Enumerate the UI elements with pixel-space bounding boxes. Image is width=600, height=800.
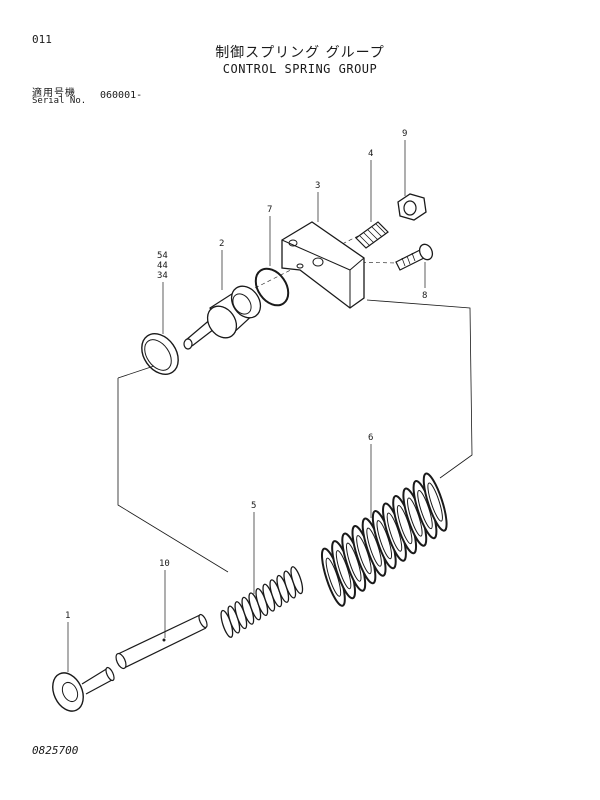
- callout-8: 8: [422, 291, 427, 301]
- assembly-bracket-line: [117, 378, 229, 573]
- callout-9: 9: [402, 129, 407, 139]
- callout-34: 34: [157, 271, 168, 281]
- large-spring: [316, 470, 453, 609]
- washer-ring: [141, 333, 179, 375]
- callout-2: 2: [219, 239, 224, 249]
- title-english: CONTROL SPRING GROUP: [222, 62, 378, 76]
- flange-plate: [281, 221, 365, 309]
- small-spring: [218, 564, 306, 640]
- callout-7: 7: [267, 205, 272, 215]
- serial-label-english: Serial No.: [32, 96, 87, 106]
- callout-1: 1: [65, 611, 70, 621]
- callout-3: 3: [315, 181, 320, 191]
- serial-label-japanese: 適用号機: [32, 88, 76, 99]
- piston: [183, 285, 262, 350]
- serial-value: 060001-: [100, 90, 143, 101]
- o-ring: [254, 267, 290, 307]
- set-screw: [355, 221, 389, 249]
- page-number: 011: [32, 33, 52, 46]
- socket-bolt: [395, 243, 434, 271]
- callout-6: 6: [368, 433, 373, 443]
- callout-44: 44: [157, 261, 168, 271]
- hex-nut: [397, 193, 427, 221]
- figure-code: 0825700: [32, 744, 79, 757]
- title-japanese: 制御スプリング グループ: [215, 45, 385, 61]
- assembly-bracket-line-top: [117, 365, 155, 379]
- leader-lines: [67, 140, 426, 672]
- callout-54: 54: [157, 251, 168, 261]
- assembly-bracket-line-right: [366, 299, 473, 479]
- callout-4: 4: [368, 149, 373, 159]
- callout-5: 5: [251, 501, 256, 511]
- spring-seat: [52, 666, 115, 712]
- callout-10: 10: [159, 559, 170, 569]
- rod-pin: [115, 613, 208, 670]
